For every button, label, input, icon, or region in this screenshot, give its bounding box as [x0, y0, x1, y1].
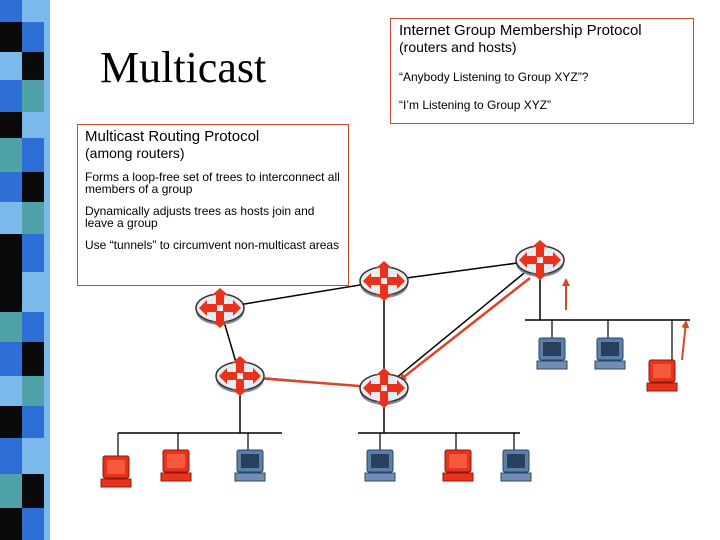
link	[383, 259, 541, 282]
igmp-query: “Anybody Listening to Group XYZ”?	[399, 70, 589, 84]
igmp-subtitle: (routers and hosts)	[399, 39, 517, 55]
mrp-box: Multicast Routing Protocol (among router…	[77, 124, 349, 286]
mrp-point: Forms a loop-free set of trees to interc…	[85, 170, 340, 196]
mrp-title: Multicast Routing Protocol	[85, 128, 260, 145]
router-icon	[359, 260, 409, 302]
computer-icon	[364, 449, 396, 482]
mrp-subtitle: (among routers)	[85, 145, 185, 161]
computer-icon	[442, 449, 474, 482]
link	[383, 259, 541, 389]
computer-icon	[160, 449, 192, 482]
router-icon	[215, 355, 265, 397]
tree-link	[242, 375, 374, 391]
computer-icon	[594, 337, 626, 370]
decorative-stripe	[0, 0, 60, 540]
computer-icon	[234, 449, 266, 482]
computer-icon	[646, 359, 678, 392]
mrp-point: Use “tunnels” to circumvent non-multicas…	[85, 238, 340, 252]
router-icon	[195, 287, 245, 329]
igmp-reply: “I’m Listening to Group XYZ”	[399, 98, 552, 112]
link	[219, 280, 385, 309]
slide-title: Multicast	[100, 43, 267, 92]
computer-icon	[500, 449, 532, 482]
computer-icon	[100, 455, 132, 488]
igmp-box: Internet Group Membership Protocol (rout…	[390, 18, 694, 124]
computer-icon	[536, 337, 568, 370]
igmp-arrow	[681, 320, 690, 361]
igmp-title: Internet Group Membership Protocol	[399, 22, 642, 39]
mrp-point: Dynamically adjusts trees as hosts join …	[85, 204, 315, 230]
tree-link	[398, 277, 531, 382]
